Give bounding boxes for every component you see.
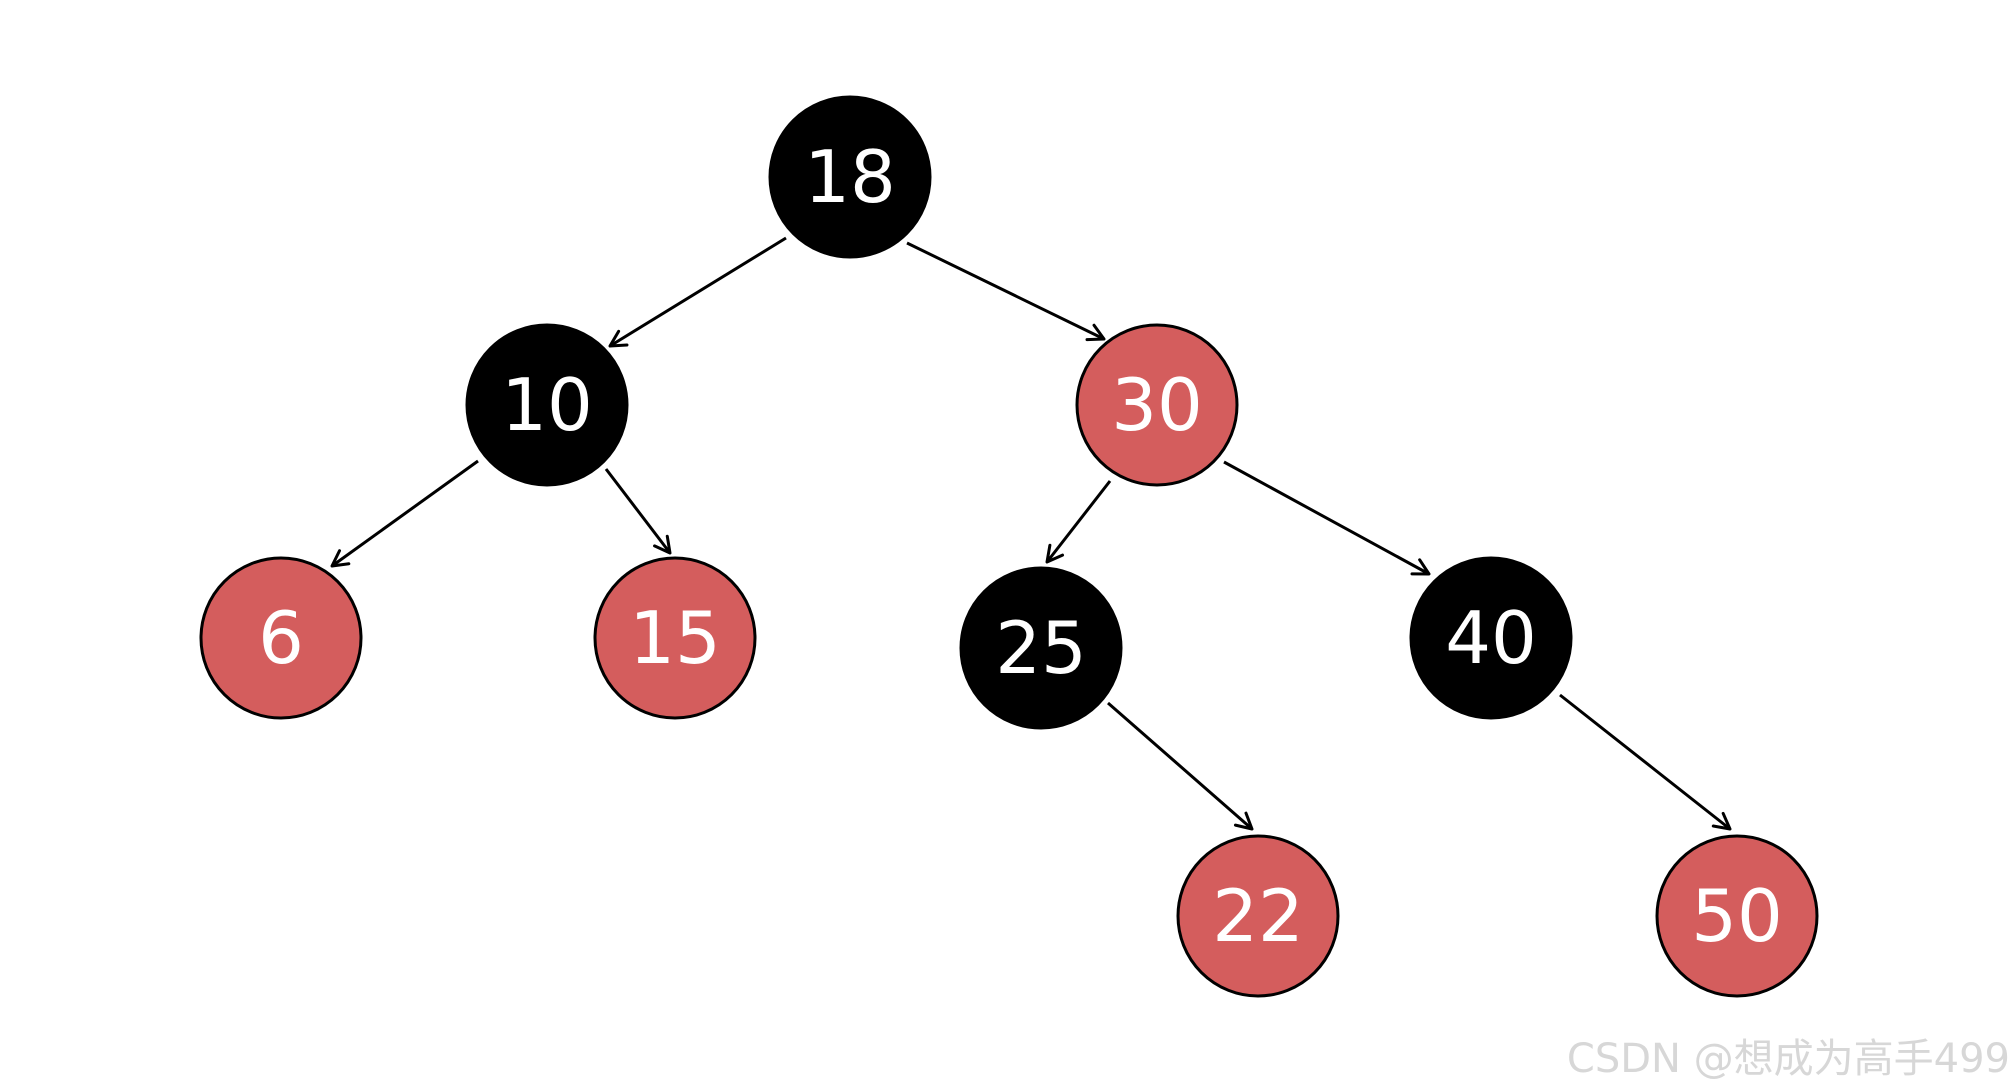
node-18: 18: [768, 95, 932, 259]
node-15: 15: [593, 556, 757, 720]
node-circle-black: [1409, 556, 1573, 720]
node-circle-red: [1176, 834, 1340, 998]
watermark-text: CSDN @想成为高手499: [1567, 1036, 2010, 1082]
node-50: 50: [1655, 834, 1819, 998]
node-circle-red: [593, 556, 757, 720]
node-label: 22: [1212, 874, 1304, 958]
node-label: 18: [804, 135, 896, 219]
node-22: 22: [1176, 834, 1340, 998]
edge-18-to-30: [906, 241, 1106, 342]
edge-10-to-15: [604, 468, 672, 555]
edges: [330, 236, 1732, 831]
node-circle-black: [768, 95, 932, 259]
edge-30-to-25: [1045, 480, 1112, 564]
node-10: 10: [465, 323, 629, 487]
node-label: 10: [501, 363, 593, 447]
node-circle-red: [199, 556, 363, 720]
edge-30-to-40: [1223, 460, 1431, 576]
edge-10-to-6: [330, 459, 479, 568]
edge-25-to-22: [1107, 701, 1254, 831]
node-label: 30: [1111, 363, 1203, 447]
node-label: 40: [1445, 596, 1537, 680]
node-label: 15: [629, 596, 721, 680]
node-label: 50: [1691, 874, 1783, 958]
node-label: 6: [258, 596, 304, 680]
edge-40-to-50: [1559, 693, 1732, 831]
node-25: 25: [959, 566, 1123, 730]
node-circle-red: [1075, 323, 1239, 487]
nodes: 18 10 30 6 15 25 40 22 50: [199, 95, 1819, 998]
node-circle-black: [959, 566, 1123, 730]
node-label: 25: [995, 606, 1087, 690]
node-40: 40: [1409, 556, 1573, 720]
node-circle-red: [1655, 834, 1819, 998]
node-30: 30: [1075, 323, 1239, 487]
node-circle-black: [465, 323, 629, 487]
edge-18-to-10: [608, 236, 787, 348]
node-6: 6: [199, 556, 363, 720]
